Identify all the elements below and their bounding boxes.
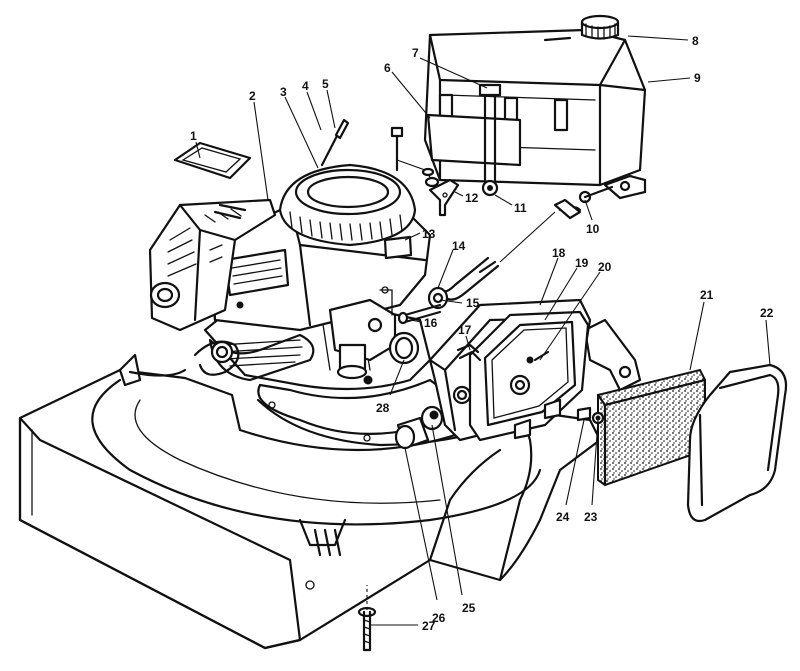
part-11-nut xyxy=(481,179,499,197)
callout-7: 7 xyxy=(412,46,419,60)
callout-8: 8 xyxy=(692,34,699,48)
callout-2: 2 xyxy=(249,89,256,103)
callout-16: 16 xyxy=(424,316,438,330)
callout-18: 18 xyxy=(552,246,566,260)
callout-20: 20 xyxy=(598,260,612,274)
callout-6: 6 xyxy=(384,61,391,75)
fuel-tank xyxy=(423,14,647,200)
part-26-plug xyxy=(394,416,430,450)
callout-28: 28 xyxy=(376,401,390,415)
part-24-screw xyxy=(576,406,592,422)
muffler-clip xyxy=(213,203,247,220)
callout-19: 19 xyxy=(575,256,589,270)
callout-5: 5 xyxy=(322,77,329,91)
callout-4: 4 xyxy=(302,79,309,93)
callout-10: 10 xyxy=(586,222,600,236)
callout-3: 3 xyxy=(280,85,287,99)
part-12-bracket xyxy=(390,126,460,217)
part-22-cover xyxy=(686,363,788,523)
part-28-gasket xyxy=(388,331,420,365)
carburetor xyxy=(328,286,397,385)
callout-21: 21 xyxy=(700,288,714,302)
mower-deck xyxy=(18,318,642,650)
part-10-fitting xyxy=(553,185,614,220)
leader-lines xyxy=(195,35,771,626)
muffler xyxy=(148,198,277,332)
air-cleaner-body xyxy=(428,298,592,442)
callout-25: 25 xyxy=(462,601,476,615)
callout-22: 22 xyxy=(760,306,774,320)
part-25-fitting xyxy=(420,405,444,431)
callout-26: 26 xyxy=(432,611,446,625)
callout-labels: 1 2 3 4 5 6 7 8 9 10 11 12 13 14 15 16 1… xyxy=(190,34,774,633)
fuel-line xyxy=(438,211,556,301)
callout-12: 12 xyxy=(465,191,479,205)
part-1-plate xyxy=(173,141,252,180)
part-27-bolt xyxy=(357,585,377,652)
part-16-bolt xyxy=(397,303,442,325)
callout-1: 1 xyxy=(190,129,197,143)
part-20-screw xyxy=(533,350,550,362)
callout-24: 24 xyxy=(556,510,570,524)
callout-11: 11 xyxy=(514,201,527,215)
callout-9: 9 xyxy=(694,71,701,85)
part-17-clip xyxy=(456,343,482,362)
engine-assembly xyxy=(128,118,452,442)
callout-23: 23 xyxy=(584,510,598,524)
callout-14: 14 xyxy=(452,239,466,253)
callout-27: 27 xyxy=(422,619,436,633)
callout-13: 13 xyxy=(422,227,436,241)
callout-15: 15 xyxy=(466,296,480,310)
callout-17: 17 xyxy=(458,323,472,337)
recoil-starter xyxy=(278,163,417,247)
